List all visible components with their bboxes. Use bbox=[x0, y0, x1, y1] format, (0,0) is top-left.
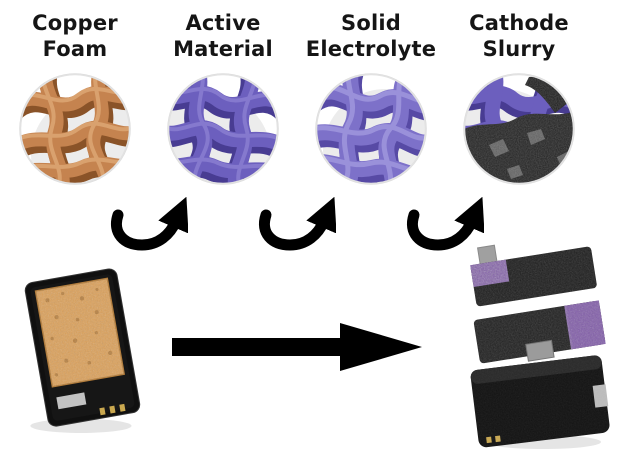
step-label-line2: Electrolyte bbox=[305, 37, 437, 62]
stacked-battery-image bbox=[470, 244, 610, 449]
cathode-slurry-circle bbox=[463, 73, 575, 185]
step-label: Cathode Slurry bbox=[444, 10, 594, 66]
right-arrow-icon bbox=[172, 323, 422, 371]
step-label: Copper Foam bbox=[0, 10, 150, 66]
copper-foam-battery-image bbox=[24, 268, 141, 433]
step-label-line2: Slurry bbox=[482, 37, 556, 62]
step-solid-electrolyte: Solid Electrolyte bbox=[296, 10, 446, 185]
copper-foam-circle bbox=[19, 73, 131, 185]
step-cathode-slurry: Cathode Slurry bbox=[444, 10, 594, 185]
slurry-coating bbox=[465, 76, 573, 183]
step-copper-foam: Copper Foam bbox=[0, 10, 150, 185]
step-label-line1: Active bbox=[185, 11, 261, 35]
step-label-line1: Solid bbox=[341, 11, 401, 35]
solid-electrolyte-circle bbox=[315, 73, 427, 185]
step-label-line1: Cathode bbox=[469, 11, 569, 35]
curved-arrow-icon bbox=[407, 197, 484, 251]
step-label-line2: Foam bbox=[42, 37, 108, 62]
step-label: Active Material bbox=[148, 10, 298, 66]
active-material-circle bbox=[167, 73, 279, 185]
curved-arrow-icon bbox=[259, 197, 336, 251]
step-label: Solid Electrolyte bbox=[296, 10, 446, 66]
curved-arrow-icon bbox=[111, 197, 188, 251]
step-label-line2: Material bbox=[173, 37, 273, 62]
step-active-material: Active Material bbox=[148, 10, 298, 185]
step-label-line1: Copper bbox=[32, 11, 118, 35]
